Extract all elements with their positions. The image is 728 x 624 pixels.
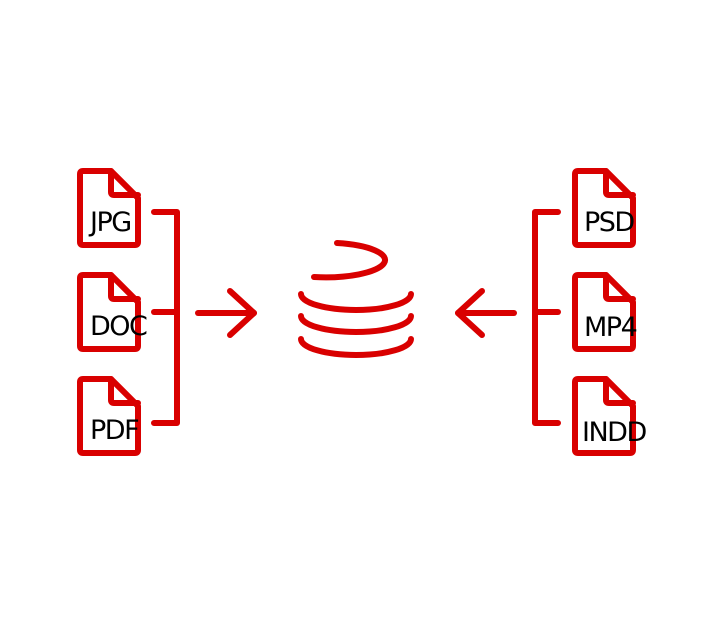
- left-file-doc: DOC: [77, 272, 149, 352]
- file-fold: [108, 272, 141, 302]
- file-icon: [572, 168, 636, 248]
- file-label: PSD: [584, 207, 634, 238]
- arrow-right-icon: [195, 288, 257, 338]
- right-bracket: [532, 209, 561, 426]
- right-file-indd: INDD: [572, 376, 648, 456]
- file-label: DOC: [90, 311, 147, 342]
- arrow-left-icon: [455, 288, 517, 338]
- file-label: PDF: [90, 415, 138, 446]
- file-fold: [108, 376, 141, 406]
- file-fold: [603, 168, 636, 198]
- file-icon: [572, 272, 636, 352]
- file-fold: [603, 272, 636, 302]
- file-label: JPG: [88, 207, 131, 238]
- file-fold: [108, 168, 141, 198]
- file-fold: [603, 376, 636, 406]
- left-file-jpg: JPG: [77, 168, 141, 248]
- left-bracket: [151, 209, 180, 426]
- right-file-mp4: MP4: [572, 272, 638, 352]
- file-icon: [77, 272, 141, 352]
- file-icon: [572, 376, 636, 456]
- file-icon: [77, 376, 141, 456]
- right-file-psd: PSD: [572, 168, 636, 248]
- left-file-pdf: PDF: [77, 376, 141, 456]
- file-icon: [77, 168, 141, 248]
- file-label: MP4: [584, 312, 637, 343]
- file-label: INDD: [582, 417, 646, 448]
- database-icon: [298, 240, 414, 358]
